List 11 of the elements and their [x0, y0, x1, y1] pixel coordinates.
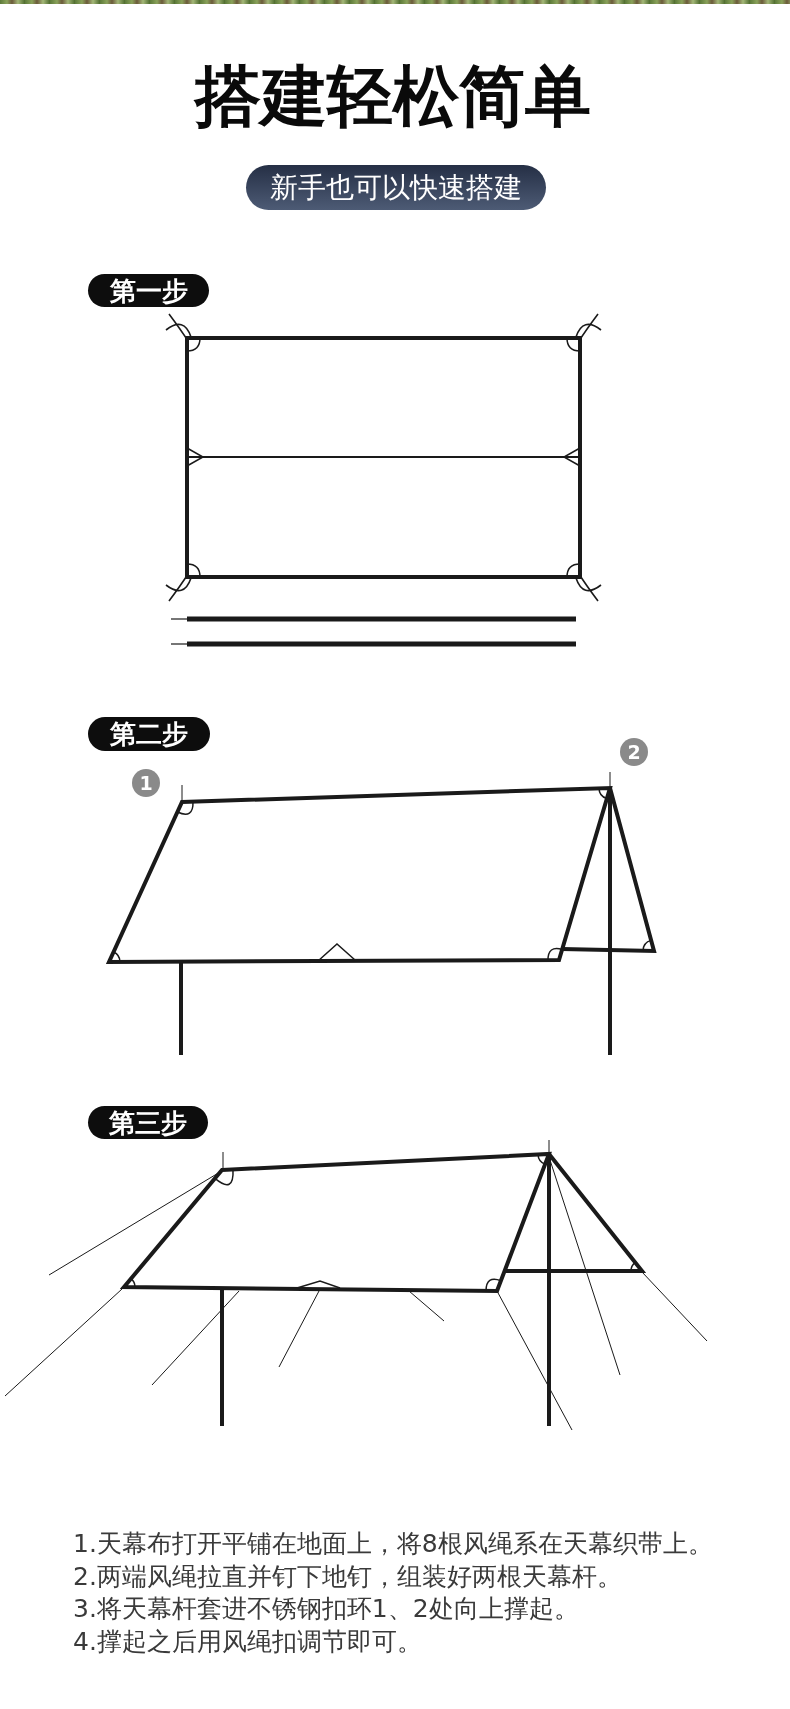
- instruction-text: 2.两端风绳拉直并钉下地钉，组装好两根天幕杆。: [73, 1561, 622, 1592]
- step-tag: 第二步: [88, 717, 210, 751]
- instruction-text: 1.天幕布打开平铺在地面上，将8根风绳系在天幕织带上。: [73, 1529, 713, 1559]
- callout-number: 1: [132, 769, 160, 797]
- step-tag: 第三步: [88, 1106, 208, 1139]
- callout-number: 2: [620, 738, 648, 766]
- instruction-text: 3.将天幕杆套进不锈钢扣环1、2处向上撑起。: [73, 1594, 579, 1625]
- subtitle-banner: 新手也可以快速搭建: [246, 165, 546, 210]
- title: 搭建轻松简单: [195, 64, 591, 130]
- instruction-text: 4.撑起之后用风绳扣调节即可。: [73, 1627, 422, 1658]
- step-tag: 第一步: [88, 274, 209, 307]
